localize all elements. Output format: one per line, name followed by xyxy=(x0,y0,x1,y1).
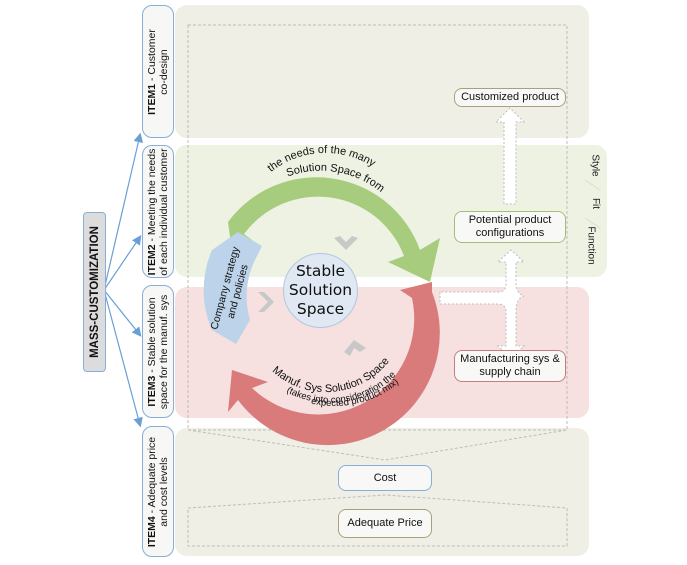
arrow-split-configs-manufacturing xyxy=(439,249,526,359)
side-label-fit: Fit xyxy=(590,197,602,210)
item4-line1: - Adequate price xyxy=(146,436,158,516)
item2-line1: - Meeting the needs xyxy=(146,148,158,244)
band-item1 xyxy=(175,5,589,138)
connector-item4 xyxy=(103,289,143,428)
customized-product-label: Customized product xyxy=(461,91,559,103)
green-arc-arrow xyxy=(228,177,440,282)
item2-id: ITEM2 xyxy=(146,243,158,275)
item1-id: ITEM1 xyxy=(146,83,158,115)
connector-item1 xyxy=(103,132,144,291)
item3-line1: - Stable solution xyxy=(146,296,158,376)
cost-label: Cost xyxy=(373,471,397,484)
adequate-price-node[interactable]: Adequate Price xyxy=(338,509,432,538)
dashed-funnel-top xyxy=(187,429,568,461)
adequate-price-label: Adequate Price xyxy=(347,517,423,529)
red-arc-arrow xyxy=(228,282,440,446)
blue-arc-arrow xyxy=(203,232,262,344)
mass-customization-root[interactable]: MASS-CUSTOMIZATION xyxy=(83,212,106,372)
item4-id: ITEM4 xyxy=(146,515,158,547)
item2-line2: of each individual customer xyxy=(158,147,170,276)
connector-item3 xyxy=(103,289,142,337)
item1-line2: co-design xyxy=(158,48,170,95)
item3-line2: space for the manuf. sys xyxy=(158,294,170,409)
chevron-right-icon xyxy=(258,292,274,312)
item3-id: ITEM3 xyxy=(146,375,158,407)
dashed-frame xyxy=(187,24,568,431)
root-label: MASS-CUSTOMIZATION xyxy=(88,226,101,358)
customized-product-node[interactable]: Customized product xyxy=(454,88,566,107)
manufacturing-label: Manufacturing sys &supply chain xyxy=(460,353,560,378)
manufacturing-node[interactable]: Manufacturing sys &supply chain xyxy=(454,350,566,382)
chevron-down-icon xyxy=(334,236,358,250)
connector-item2 xyxy=(103,235,142,291)
side-divider-2 xyxy=(584,217,601,229)
side-label-style: Style xyxy=(589,154,601,177)
cost-node[interactable]: Cost xyxy=(338,465,432,491)
side-divider-1 xyxy=(584,179,601,191)
chevron-up-icon xyxy=(344,340,366,356)
item4-line2: and cost levels xyxy=(158,456,170,527)
side-label-function: Function xyxy=(585,226,597,265)
arrow-to-customized-product xyxy=(494,107,526,205)
item1-line1: - Customer xyxy=(146,28,158,84)
